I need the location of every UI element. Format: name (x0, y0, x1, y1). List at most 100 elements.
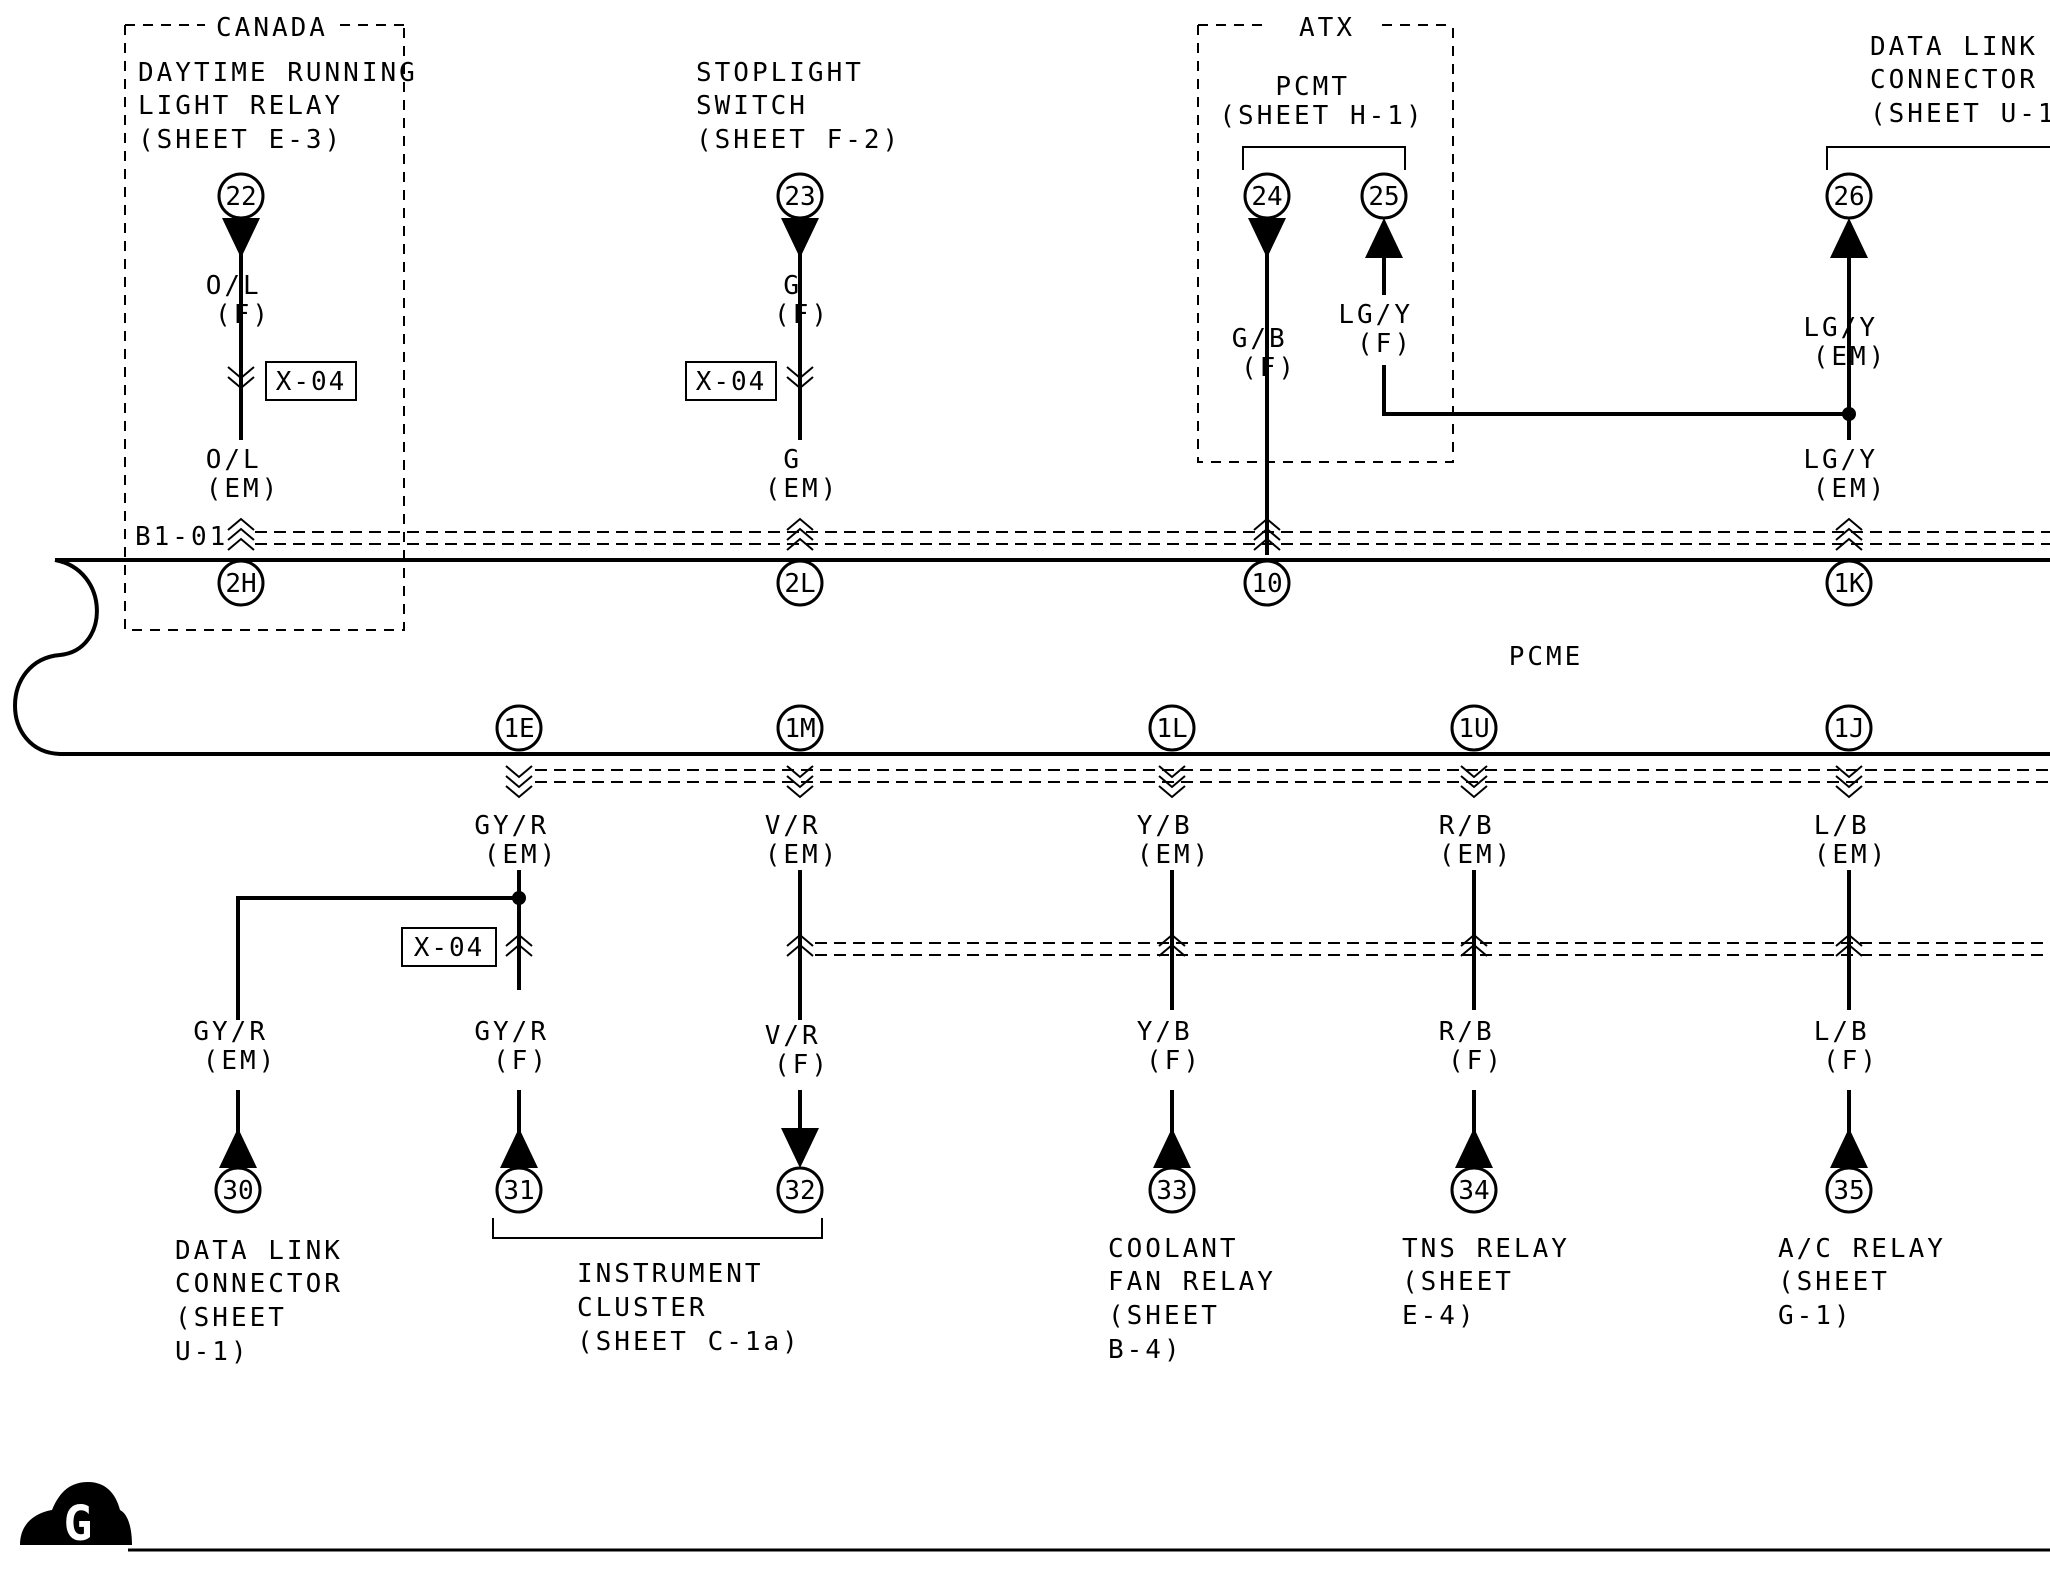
instrument-cluster-label: INSTRUMENT CLUSTER (SHEET C-1a) (577, 1259, 801, 1357)
svg-text:26: 26 (1833, 182, 1864, 212)
lower-chevron-1J (1835, 765, 1863, 799)
canada-group-label: CANADA (216, 13, 328, 43)
svg-text:2H: 2H (225, 569, 256, 599)
svg-text:30: 30 (222, 1176, 253, 1206)
arrow-25-up (1365, 218, 1403, 258)
wire-25 (1382, 365, 1849, 416)
svg-text:1L: 1L (1156, 714, 1187, 744)
wire-label-34-f: R/B (F) (1439, 1017, 1514, 1076)
circuit-22: 22 (217, 172, 265, 220)
lower-chevron-1U (1460, 765, 1488, 799)
svg-text:1U: 1U (1458, 714, 1489, 744)
inline-connector-31 (505, 933, 533, 957)
svg-text:35: 35 (1833, 1176, 1864, 1206)
arrow-35-up (1830, 1128, 1868, 1168)
wire-label-26-top: LG/Y (EM) (1803, 313, 1896, 372)
harness-chevron-2H (227, 517, 255, 551)
section-badge: G (20, 1482, 132, 1552)
svg-text:10: 10 (1251, 569, 1282, 599)
tns-relay-label: TNS RELAY (SHEET E-4) (1402, 1234, 1589, 1331)
lower-chevron-1L (1158, 765, 1186, 799)
data-link-top-bracket (1826, 146, 2050, 170)
arrow-32-down (781, 1128, 819, 1168)
svg-text:31: 31 (503, 1176, 534, 1206)
circuit-34: 34 (1450, 1166, 1498, 1214)
arrow-30-up (219, 1128, 257, 1168)
x04-box-22 (265, 361, 357, 401)
arrow-26-up (1830, 218, 1868, 258)
pcme-label: PCME (1509, 642, 1584, 672)
pin-1U: 1U (1450, 704, 1498, 752)
svg-text:22: 22 (225, 182, 256, 212)
inline-connector-22 (227, 366, 255, 390)
circuit-31: 31 (495, 1166, 543, 1214)
wire-label-23-em: G (EM) (765, 445, 840, 504)
inline-connector-23 (786, 366, 814, 390)
circuit-33: 33 (1148, 1166, 1196, 1214)
wire-label-1L-em: Y/B (EM) (1137, 811, 1212, 870)
circuit-24: 24 (1243, 172, 1291, 220)
lower-chevron-1E (505, 765, 533, 799)
svg-text:23: 23 (784, 182, 815, 212)
x04-box-23 (685, 361, 777, 401)
svg-text:1K: 1K (1833, 569, 1865, 599)
arrow-22-down (222, 218, 260, 258)
wire-label-24: G/B (F) (1232, 324, 1307, 383)
pin-10: 10 (1243, 559, 1291, 607)
data-link-top-label: DATA LINK CONNECTOR (SHEET U-1) (1870, 32, 2050, 129)
drl-relay-label: DAYTIME RUNNING LIGHT RELAY (SHEET E-3) (138, 58, 436, 155)
wire-label-1E-em: GY/R (EM) (474, 811, 567, 870)
wire-label-35-f: L/B (F) (1814, 1017, 1889, 1076)
atx-group-label: ATX (1299, 13, 1355, 43)
harness-chevron-1K (1835, 517, 1863, 551)
ac-relay-label: A/C RELAY (SHEET G-1) (1778, 1234, 1965, 1331)
wire-label-1U-em: R/B (EM) (1439, 811, 1514, 870)
svg-text:34: 34 (1458, 1176, 1489, 1206)
pcmt-label: PCMT (SHEET H-1) (1219, 72, 1424, 131)
atx-group: ATX (1197, 13, 1454, 463)
svg-text:33: 33 (1156, 1176, 1187, 1206)
pin-1M: 1M (776, 704, 824, 752)
svg-text:24: 24 (1251, 182, 1282, 212)
x04-box-31 (401, 927, 497, 967)
circuit-30: 30 (214, 1166, 262, 1214)
section-badge-letter: G (64, 1496, 93, 1552)
pin-1L: 1L (1148, 704, 1196, 752)
arrow-33-up (1153, 1128, 1191, 1168)
wire-30-branch (236, 896, 519, 1020)
circuit-23: 23 (776, 172, 824, 220)
wire-label-32-f: V/R (F) (765, 1021, 840, 1080)
circuit-26: 26 (1825, 172, 1873, 220)
arrow-34-up (1455, 1128, 1493, 1168)
arrow-24-down (1248, 218, 1286, 258)
splice-1E (512, 891, 526, 905)
instrument-cluster-bracket (492, 1218, 823, 1239)
lower-chevron-1M (786, 765, 814, 799)
pin-1J: 1J (1825, 704, 1873, 752)
harness-label: B1-01 (135, 522, 228, 552)
circuit-32: 32 (776, 1166, 824, 1214)
wire-label-1M-em: V/R (EM) (765, 811, 840, 870)
pin-2L: 2L (776, 559, 824, 607)
wire-label-23-f: G (F) (774, 271, 830, 330)
pin-1E: 1E (495, 704, 543, 752)
x04-label-23: X-04 (696, 367, 767, 397)
arrow-31-up (500, 1128, 538, 1168)
splice-26 (1842, 407, 1856, 421)
arrow-23-down (781, 218, 819, 258)
wire-label-26-bottom: LG/Y (EM) (1803, 445, 1896, 504)
harness-chevron-10 (1253, 517, 1281, 551)
harness-chevron-2L (786, 517, 814, 551)
svg-text:2L: 2L (784, 569, 815, 599)
car-badge-icon (20, 1482, 132, 1545)
svg-text:25: 25 (1368, 182, 1399, 212)
data-link-bottom-label: DATA LINK CONNECTOR (SHEET U-1) (175, 1236, 362, 1367)
wire-label-31-f: GY/R (F) (474, 1017, 567, 1076)
svg-text:1E: 1E (503, 714, 534, 744)
coolant-fan-relay-label: COOLANT FAN RELAY (SHEET B-4) (1108, 1234, 1295, 1365)
wire-label-22-f: O/L (F) (206, 271, 281, 330)
pcme-outline (13, 558, 2050, 756)
pin-1K: 1K (1825, 559, 1873, 607)
svg-text:1M: 1M (784, 714, 815, 744)
